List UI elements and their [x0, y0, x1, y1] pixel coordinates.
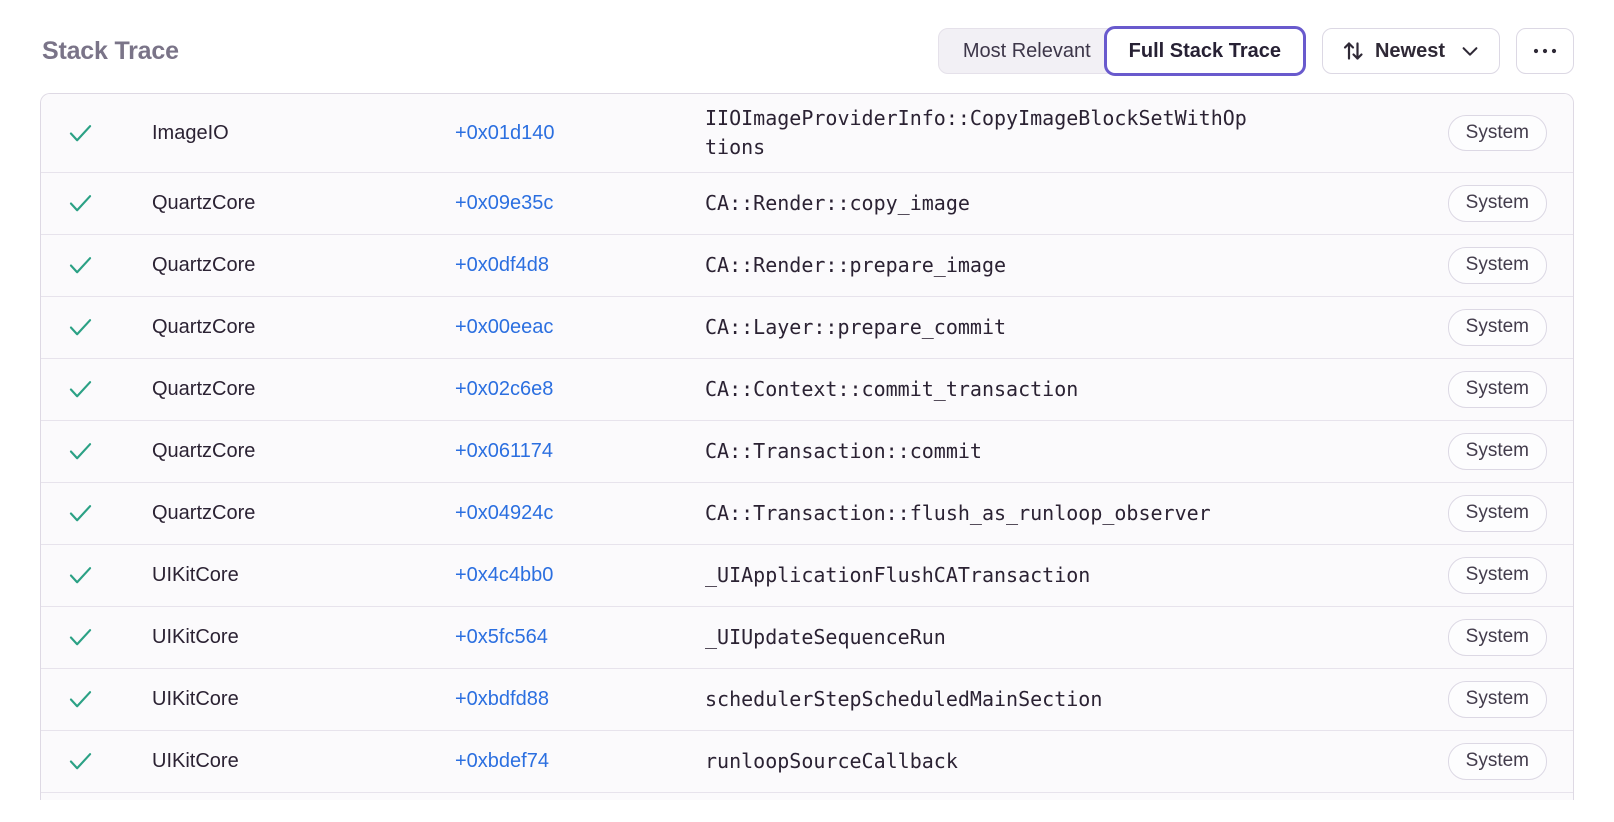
frame-system-badge: System: [1447, 681, 1547, 718]
sort-arrows-icon: [1341, 39, 1365, 63]
frame-module: QuartzCore: [152, 440, 256, 462]
in-app-check-icon: [67, 748, 152, 775]
frame-address-link[interactable]: +0x5fc564: [455, 626, 548, 648]
more-options-button[interactable]: [1516, 28, 1574, 74]
stack-frame-row[interactable]: QuartzCore +0x02c6e8 CA::Context::commit…: [41, 359, 1573, 421]
frame-tag-cell: System: [1447, 681, 1547, 718]
stack-frame-row[interactable]: UIKitCore +0xbdfd88 schedulerStepSchedul…: [41, 669, 1573, 731]
frame-address-link[interactable]: +0xbdfd88: [455, 688, 549, 710]
frame-function: _UIUpdateSequenceRun: [705, 625, 946, 649]
frame-system-badge: System: [1447, 619, 1547, 656]
stack-frame-row[interactable]: QuartzCore +0x00eeac CA::Layer::prepare_…: [41, 297, 1573, 359]
stack-frame-row[interactable]: QuartzCore +0x09e35c CA::Render::copy_im…: [41, 173, 1573, 235]
frame-function: IIOImageProviderInfo::CopyImageBlockSetW…: [705, 106, 1247, 159]
frame-tag-cell: System: [1447, 114, 1547, 152]
frame-function: _UIApplicationFlushCATransaction: [705, 563, 1091, 587]
frame-module: UIKitCore: [152, 688, 239, 710]
frame-function: CA::Render::prepare_image: [705, 253, 1007, 277]
frame-function: CA::Transaction::commit: [705, 439, 982, 463]
page-title: Stack Trace: [42, 36, 179, 65]
stack-frame-row[interactable]: UIKitCore +0xbdef74 runloopSourceCallbac…: [41, 731, 1573, 793]
frame-address-link[interactable]: +0xbdef74: [455, 750, 549, 772]
in-app-check-icon: [67, 314, 152, 341]
frame-tag-cell: System: [1447, 495, 1547, 532]
stack-frame-row[interactable]: QuartzCore +0x061174 CA::Transaction::co…: [41, 421, 1573, 483]
frame-tag-cell: System: [1447, 433, 1547, 470]
stack-frame-row-partial: [41, 793, 1573, 800]
frame-function: CA::Transaction::flush_as_runloop_observ…: [705, 501, 1211, 525]
stack-trace-table: ImageIO +0x01d140 IIOImageProviderInfo::…: [40, 93, 1574, 800]
frame-module: QuartzCore: [152, 254, 256, 276]
in-app-check-icon: [67, 252, 152, 279]
frame-tag-cell: System: [1447, 743, 1547, 780]
full-stack-trace-button[interactable]: Full Stack Trace: [1103, 26, 1306, 76]
stack-frame-row[interactable]: ImageIO +0x01d140 IIOImageProviderInfo::…: [41, 94, 1573, 173]
frame-tag-cell: System: [1447, 371, 1547, 408]
frame-address-link[interactable]: +0x0df4d8: [455, 254, 549, 276]
in-app-check-icon: [67, 686, 152, 713]
frame-tag-cell: System: [1447, 185, 1547, 222]
frame-address-link[interactable]: +0x4c4bb0: [455, 564, 554, 586]
frame-system-badge: System: [1447, 185, 1547, 222]
stack-trace-header: Stack Trace Most Relevant Full Stack Tra…: [0, 0, 1614, 76]
frame-function: CA::Layer::prepare_commit: [705, 315, 1007, 339]
sort-newest-button[interactable]: Newest: [1321, 28, 1500, 74]
frame-module: QuartzCore: [152, 502, 256, 524]
stack-frame-row[interactable]: UIKitCore +0x4c4bb0 _UIApplicationFlushC…: [41, 545, 1573, 607]
in-app-check-icon: [67, 562, 152, 589]
frame-address-link[interactable]: +0x02c6e8: [455, 378, 554, 400]
frame-function: runloopSourceCallback: [705, 749, 958, 773]
frame-tag-cell: System: [1447, 247, 1547, 284]
frame-system-badge: System: [1447, 371, 1547, 408]
frame-address-link[interactable]: +0x061174: [455, 440, 554, 462]
header-controls: Most Relevant Full Stack Trace Newest: [937, 26, 1574, 76]
frame-module: UIKitCore: [152, 626, 239, 648]
stack-frame-row[interactable]: UIKitCore +0x5fc564 _UIUpdateSequenceRun…: [41, 607, 1573, 669]
frame-system-badge: System: [1447, 557, 1547, 594]
in-app-check-icon: [67, 500, 152, 527]
frame-address-link[interactable]: +0x00eeac: [455, 316, 554, 338]
in-app-check-icon: [67, 624, 152, 651]
chevron-down-icon: [1459, 40, 1481, 62]
frame-system-badge: System: [1447, 433, 1547, 470]
frame-system-badge: System: [1447, 247, 1547, 284]
frame-module: UIKitCore: [152, 750, 239, 772]
frame-tag-cell: System: [1447, 309, 1547, 346]
frame-module: QuartzCore: [152, 316, 256, 338]
frame-function: schedulerStepScheduledMainSection: [705, 687, 1103, 711]
in-app-check-icon: [67, 438, 152, 465]
most-relevant-button[interactable]: Most Relevant: [937, 28, 1116, 74]
in-app-check-icon: [67, 376, 152, 403]
stack-frame-row[interactable]: QuartzCore +0x04924c CA::Transaction::fl…: [41, 483, 1573, 545]
in-app-check-icon: [67, 190, 152, 217]
frame-module: UIKitCore: [152, 564, 239, 586]
ellipsis-icon: [1532, 38, 1558, 64]
frame-tag-cell: System: [1447, 619, 1547, 656]
frame-system-badge: System: [1447, 743, 1547, 780]
frame-system-badge: System: [1447, 309, 1547, 346]
frame-module: QuartzCore: [152, 378, 256, 400]
frame-address-link[interactable]: +0x01d140: [455, 121, 555, 144]
view-toggle-group: Most Relevant Full Stack Trace: [937, 26, 1306, 76]
frame-system-badge: System: [1447, 495, 1547, 532]
frame-function: CA::Context::commit_transaction: [705, 377, 1079, 401]
frame-system-badge: System: [1447, 114, 1547, 152]
frame-module: ImageIO: [152, 121, 229, 144]
frame-address-link[interactable]: +0x09e35c: [455, 192, 554, 214]
frame-address-link[interactable]: +0x04924c: [455, 502, 554, 524]
frame-function: CA::Render::copy_image: [705, 191, 970, 215]
frame-tag-cell: System: [1447, 557, 1547, 594]
sort-newest-label: Newest: [1374, 39, 1445, 62]
frame-module: QuartzCore: [152, 192, 256, 214]
stack-frame-row[interactable]: QuartzCore +0x0df4d8 CA::Render::prepare…: [41, 235, 1573, 297]
in-app-check-icon: [67, 120, 152, 147]
